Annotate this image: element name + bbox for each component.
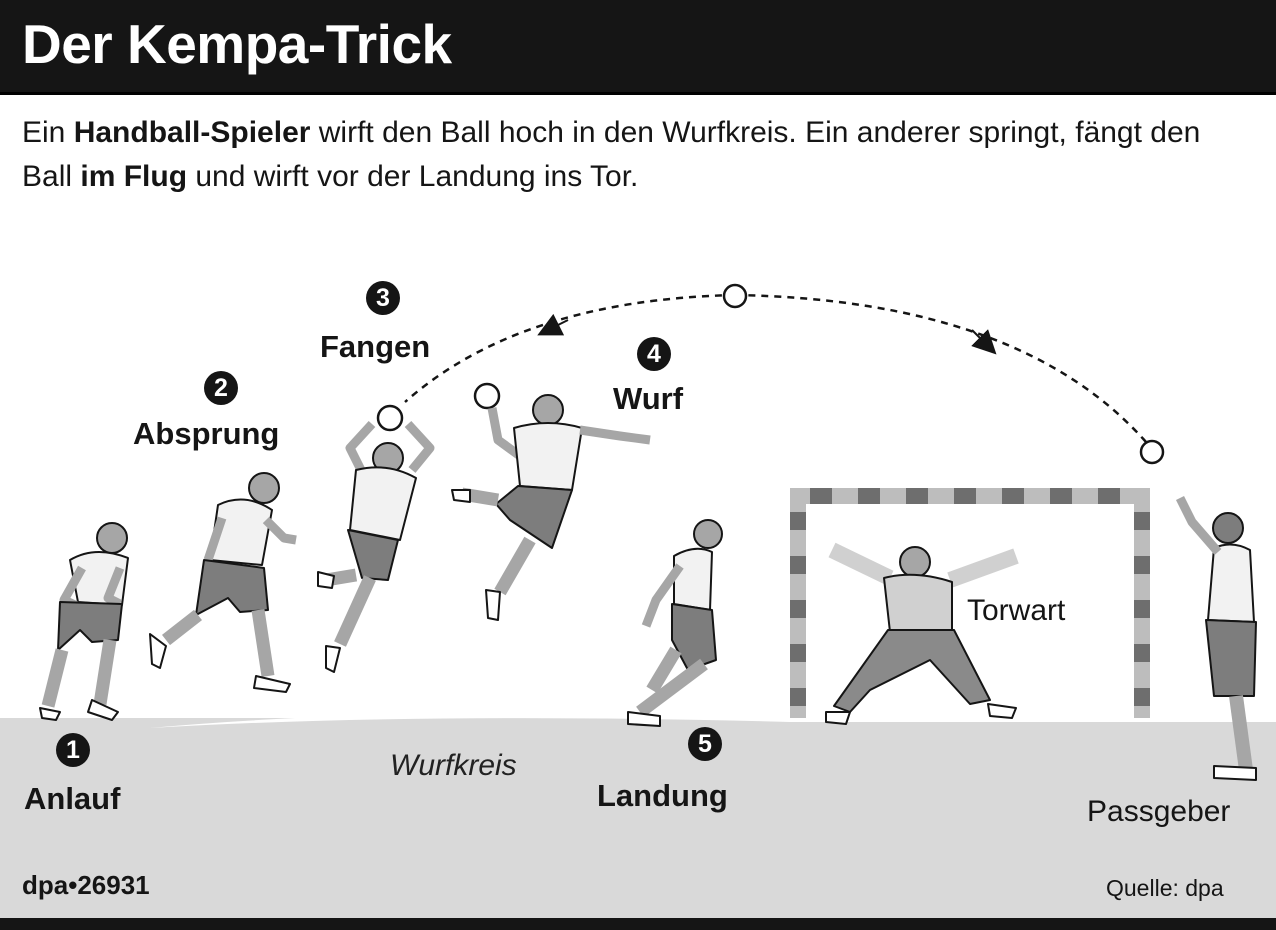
player-landung <box>627 519 723 727</box>
passer <box>1175 495 1257 781</box>
title-bar: Der Kempa-Trick <box>0 0 1276 95</box>
step-badge: 5 <box>688 727 722 761</box>
page-title: Der Kempa-Trick <box>22 13 452 75</box>
step-label: Fangen <box>320 329 431 364</box>
player-fangen <box>317 404 435 673</box>
step-badge: 2 <box>204 371 238 405</box>
intro-segment: und wirft vor der Landung ins Tor. <box>187 160 639 193</box>
goalkeeper-label: Torwart <box>967 594 1066 627</box>
intro-segment-bold: Handball-Spieler <box>73 116 311 149</box>
step-label: Wurf <box>613 381 684 416</box>
intro-text: Ein Handball-Spieler wirft den Ball hoch… <box>22 111 1252 199</box>
bottom-bar <box>0 918 1276 930</box>
player-anlauf <box>39 522 129 721</box>
trajectory-descent <box>404 293 736 403</box>
step-label: Landung <box>597 778 728 813</box>
ball-icon <box>1139 439 1165 465</box>
arrow-icon <box>971 329 997 355</box>
goalkeeper <box>825 542 1019 725</box>
step-label: Anlauf <box>24 781 121 816</box>
step-label: Absprung <box>133 416 280 451</box>
intro-segment: wirft den Ball hoch in den Wurfkreis. Ei… <box>22 116 1201 193</box>
player-absprung <box>149 472 297 693</box>
arrow-icon <box>537 313 569 336</box>
intro-segment: Ein <box>22 116 74 149</box>
wurfkreis-label: Wurfkreis <box>390 749 517 782</box>
intro-segment-bold: im Flug <box>80 160 188 193</box>
ball-icon <box>722 283 748 309</box>
source-label: Quelle: dpa <box>1106 875 1224 901</box>
goal <box>790 488 1150 718</box>
step-badge: 3 <box>366 281 400 315</box>
player-wurf <box>451 382 651 621</box>
step-badge: 1 <box>56 733 90 767</box>
step-badge: 4 <box>637 337 671 371</box>
trajectory-pass <box>734 293 1147 443</box>
passer-label: Passgeber <box>1087 795 1231 828</box>
floor <box>0 718 1276 918</box>
agency-credit: dpa•26931 <box>22 870 150 900</box>
